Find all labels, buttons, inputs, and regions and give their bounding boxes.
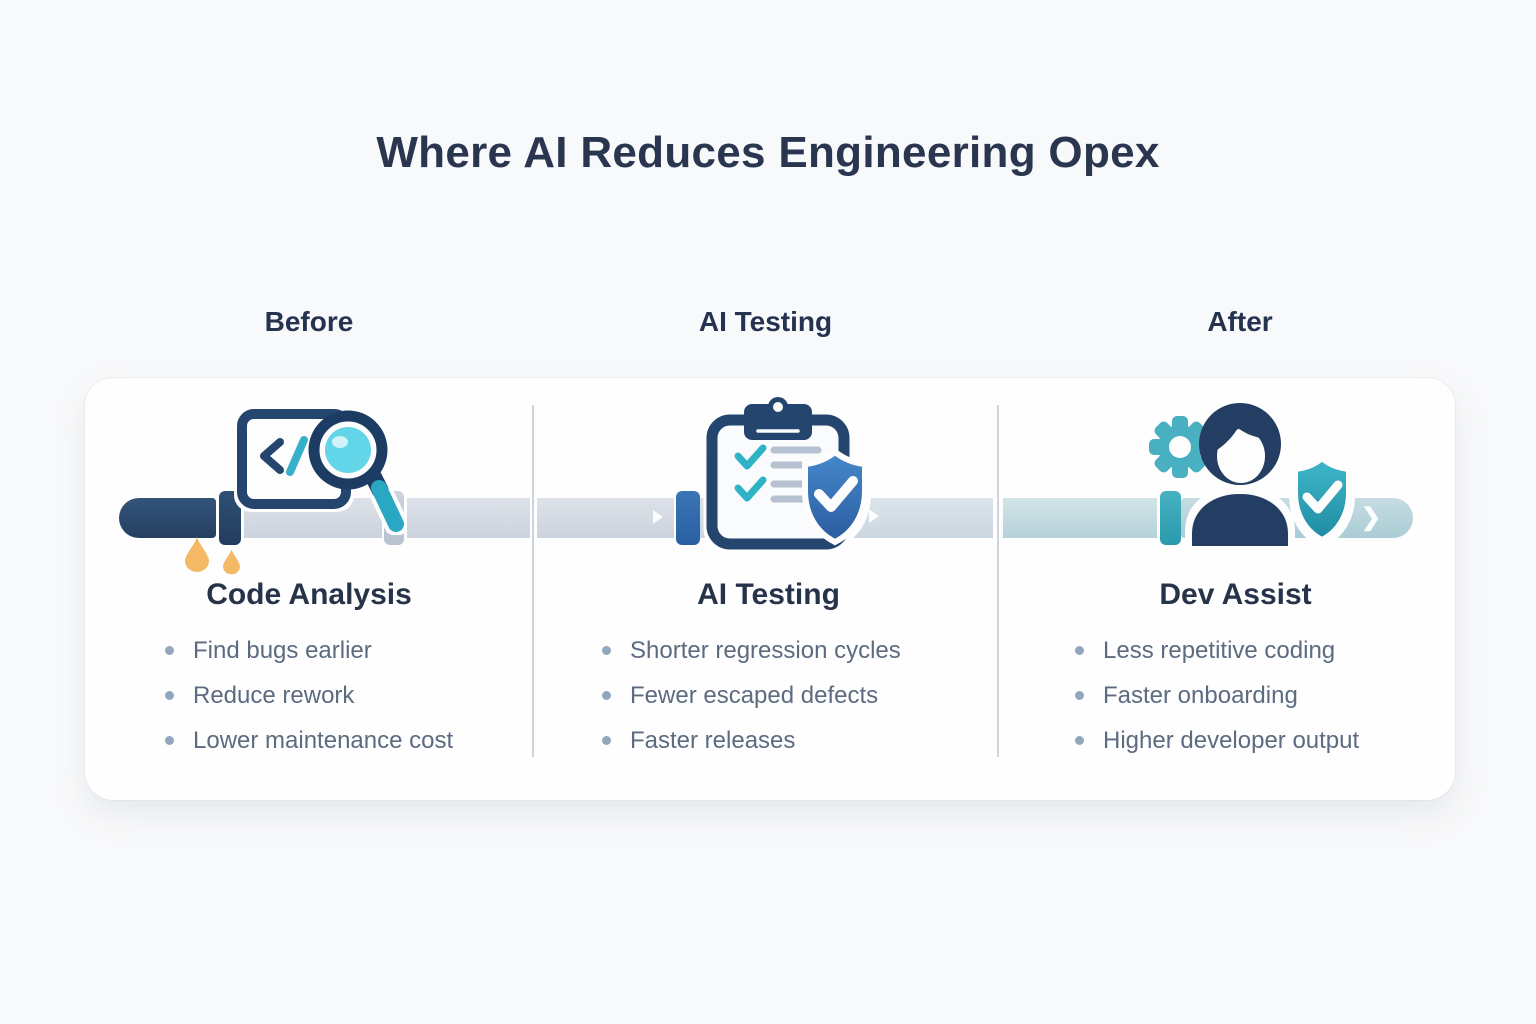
content-card: ❯ (85, 378, 1455, 800)
bullet-text: Less repetitive coding (1103, 637, 1336, 664)
list-item: Faster onboarding (1075, 681, 1455, 710)
bullet-dot-icon (602, 736, 611, 745)
bullet-dot-icon (165, 736, 174, 745)
bullet-text: Reduce rework (193, 682, 355, 709)
bullet-text: Lower maintenance cost (193, 727, 454, 754)
bullet-dot-icon (1075, 691, 1084, 700)
pipe-joint-blue (676, 491, 700, 545)
bullet-list: Less repetitive coding Faster onboarding… (998, 636, 1455, 755)
bullet-list: Shorter regression cycles Fewer escaped … (533, 636, 998, 755)
list-item: Find bugs earlier (165, 636, 533, 665)
bullet-dot-icon (1075, 736, 1084, 745)
bullet-text: Higher developer output (1103, 727, 1360, 754)
stage-label-ai-testing: AI Testing (698, 306, 833, 337)
flow-arrow-icon (653, 510, 663, 524)
pipe-segment-navy (119, 498, 216, 538)
bullet-list: Find bugs earlier Reduce rework Lower ma… (85, 636, 533, 755)
bullet-dot-icon (165, 646, 174, 655)
column-heading: AI Testing (697, 578, 840, 611)
pipe-segment-gray (537, 498, 674, 538)
bullet-text: Faster onboarding (1103, 682, 1298, 709)
pipe-joint-navy (219, 491, 241, 545)
code-scan-magnifier-icon (237, 409, 404, 532)
gear-developer-shield-icon (1149, 403, 1352, 550)
column-dev-assist: Dev Assist Less repetitive coding Faster… (998, 578, 1455, 771)
bullet-dot-icon (165, 691, 174, 700)
pipe-segment-gray (407, 498, 530, 538)
flow-arrow-icon (869, 509, 879, 523)
gear-icon (1149, 416, 1211, 478)
list-item: Faster releases (602, 726, 998, 755)
bullet-dot-icon (1075, 646, 1084, 655)
column-heading: Dev Assist (1159, 578, 1312, 611)
page-title: Where AI Reduces Engineering Opex (376, 128, 1160, 177)
column-ai-testing: AI Testing Shorter regression cycles Few… (533, 578, 998, 771)
developer-icon (1188, 403, 1292, 550)
list-item: Less repetitive coding (1075, 636, 1455, 665)
list-item: Fewer escaped defects (602, 681, 998, 710)
bullet-dot-icon (602, 691, 611, 700)
column-divider-2 (997, 405, 999, 757)
pipe-segment-teal (1003, 498, 1157, 538)
bullet-text: Shorter regression cycles (630, 637, 901, 664)
column-code-analysis: Code Analysis Find bugs earlier Reduce r… (85, 578, 533, 771)
list-item: Shorter regression cycles (602, 636, 998, 665)
bullet-dot-icon (602, 646, 611, 655)
pipe-joint-teal (1160, 491, 1181, 545)
shield-check-icon (1292, 454, 1352, 544)
bullet-text: Faster releases (630, 727, 796, 754)
bullet-text: Find bugs earlier (193, 637, 372, 664)
column-heading: Code Analysis (206, 578, 412, 611)
column-divider-1 (532, 405, 534, 757)
stage-label-after: After (1207, 306, 1273, 337)
testing-clipboard-shield-icon (706, 397, 868, 550)
list-item: Lower maintenance cost (165, 726, 533, 755)
leak-drop-icon (185, 536, 209, 572)
leak-drop-icon (223, 548, 240, 575)
list-item: Reduce rework (165, 681, 533, 710)
stage-label-before: Before (264, 306, 354, 337)
bullet-text: Fewer escaped defects (630, 682, 879, 709)
flow-chevron-icon: ❯ (1361, 504, 1382, 531)
list-item: Higher developer output (1075, 726, 1455, 755)
